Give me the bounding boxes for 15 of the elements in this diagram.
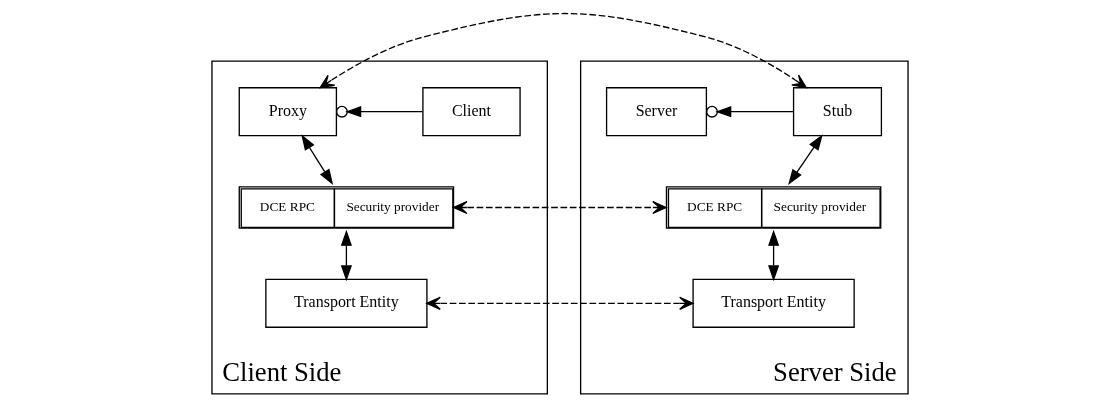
arrow bbox=[788, 134, 823, 186]
node-box: Client bbox=[422, 87, 521, 137]
arrow bbox=[452, 200, 667, 215]
node-box: Proxy bbox=[238, 87, 338, 137]
arrow bbox=[301, 134, 334, 186]
arrow bbox=[768, 229, 780, 282]
arrow bbox=[426, 296, 694, 310]
arrow bbox=[706, 105, 795, 118]
arrow bbox=[335, 105, 424, 118]
arrow bbox=[340, 229, 352, 282]
node-box: Server bbox=[605, 87, 708, 137]
node-box: Stub bbox=[792, 87, 883, 137]
node-box: Transport Entity bbox=[265, 278, 428, 328]
node-box: Transport Entity bbox=[692, 278, 855, 328]
arrow bbox=[319, 12, 807, 89]
